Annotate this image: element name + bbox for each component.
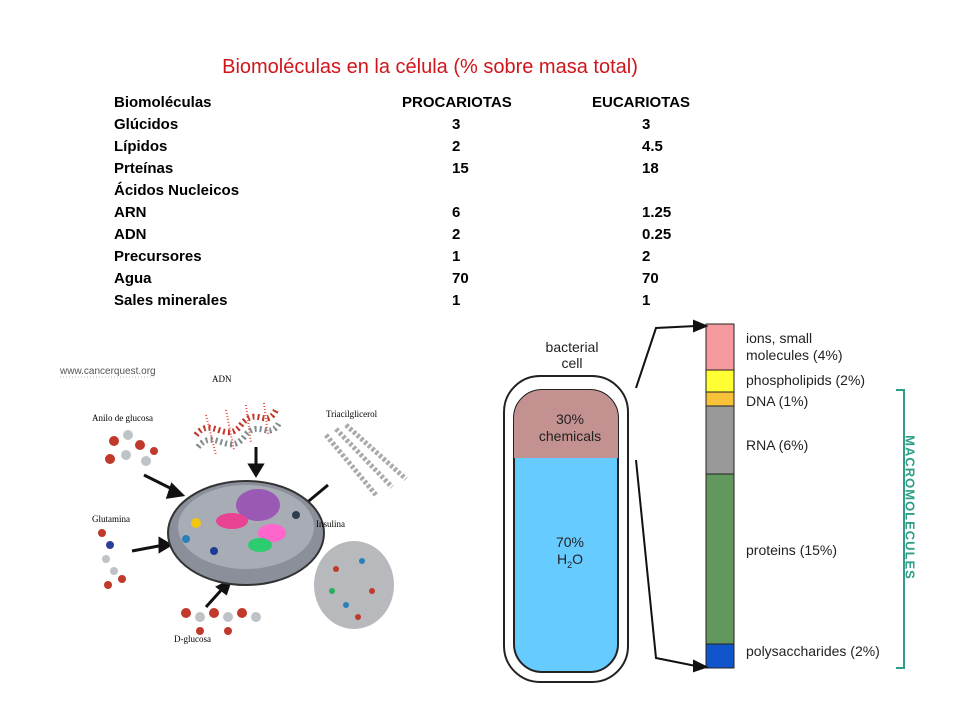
cell-icon	[167, 480, 325, 586]
row-procariotas: 6	[452, 204, 461, 221]
seg-label-phospholipids: phospholipids (2%)	[746, 372, 866, 388]
row-procariotas: 3	[452, 116, 461, 133]
chemicals-label: chemicals	[538, 428, 602, 444]
insulin-molecule-icon	[314, 541, 394, 629]
row-name: Precursores	[114, 248, 202, 265]
label-anilo-glucosa: Anilo de glucosa	[92, 413, 153, 423]
bar-dna	[705, 391, 735, 407]
seg-label-ions-1: ions, small	[746, 330, 813, 346]
header-procariotas: PROCARIOTAS	[402, 94, 512, 111]
row-eucariotas: 1	[642, 292, 651, 309]
bacterial-cell-label-2: cell	[561, 355, 583, 371]
bar-phospholipids	[705, 369, 735, 393]
row-name: ADN	[114, 226, 147, 243]
row-name: Ácidos Nucleicos	[114, 182, 240, 199]
bar-rna	[705, 405, 735, 475]
row-name: Lípidos	[114, 138, 168, 155]
header-eucariotas: EUCARIOTAS	[592, 94, 691, 111]
label-glutamina: Glutamina	[92, 514, 130, 524]
label-insulina: Insulina	[316, 519, 345, 529]
row-procariotas: 2	[452, 138, 461, 155]
seg-label-rna: RNA (6%)	[746, 437, 809, 453]
label-d-glucosa: D-glucosa	[174, 634, 211, 644]
seg-label-proteins: proteins (15%)	[746, 542, 838, 558]
row-name: Sales minerales	[114, 292, 228, 309]
chemicals-percent: 30%	[555, 411, 585, 427]
row-procariotas: 1	[452, 292, 461, 309]
row-name: Agua	[114, 270, 152, 287]
row-procariotas: 2	[452, 226, 461, 243]
water-percent: 70%	[555, 534, 585, 550]
bar-proteins	[705, 473, 735, 645]
slide-title: Biomoléculas en la célula (% sobre masa …	[222, 56, 638, 78]
macromolecules-label: MACROMOLECULES	[902, 435, 918, 580]
row-eucariotas: 18	[642, 160, 659, 177]
macromolecules-bracket	[896, 389, 905, 669]
water-formula: H2O	[556, 551, 584, 570]
seg-label-ions-2: molecules (4%)	[746, 347, 843, 363]
bar-ions	[705, 323, 735, 371]
bar-polysaccharides	[705, 643, 735, 669]
glutamine-molecule-icon	[98, 529, 126, 589]
bacterial-composition-diagram	[503, 319, 905, 683]
connector-lines	[635, 319, 709, 673]
row-name: Prteínas	[114, 160, 174, 177]
row-eucariotas: 1.25	[642, 204, 672, 221]
row-eucariotas: 0.25	[642, 226, 672, 243]
d-glucose-molecule-icon	[181, 608, 261, 635]
row-name: Glúcidos	[114, 116, 179, 133]
row-procariotas: 1	[452, 248, 461, 265]
cell-biomolecules-illustration	[60, 376, 408, 635]
row-procariotas: 70	[452, 270, 469, 287]
header-biomoleculas: Biomoléculas	[114, 94, 212, 111]
row-eucariotas: 4.5	[642, 138, 663, 155]
triacylglycerol-molecule-icon	[324, 423, 408, 497]
watermark-text: www.cancerquest.org	[60, 366, 156, 377]
bacterial-cell-label-1: bacterial	[545, 339, 599, 355]
glucose-ring-molecule-icon	[105, 430, 158, 466]
seg-label-dna: DNA (1%)	[746, 393, 809, 409]
row-procariotas: 15	[452, 160, 469, 177]
label-adn: ADN	[212, 374, 232, 384]
dna-molecule-icon	[193, 402, 283, 456]
seg-label-polysaccharides: polysaccharides (2%)	[746, 643, 880, 659]
row-eucariotas: 2	[642, 248, 651, 265]
row-eucariotas: 70	[642, 270, 659, 287]
row-eucariotas: 3	[642, 116, 651, 133]
cell-chemicals-region	[514, 390, 618, 458]
row-name: ARN	[114, 204, 147, 221]
label-triacilglicerol: Triacilglicerol	[326, 409, 378, 419]
